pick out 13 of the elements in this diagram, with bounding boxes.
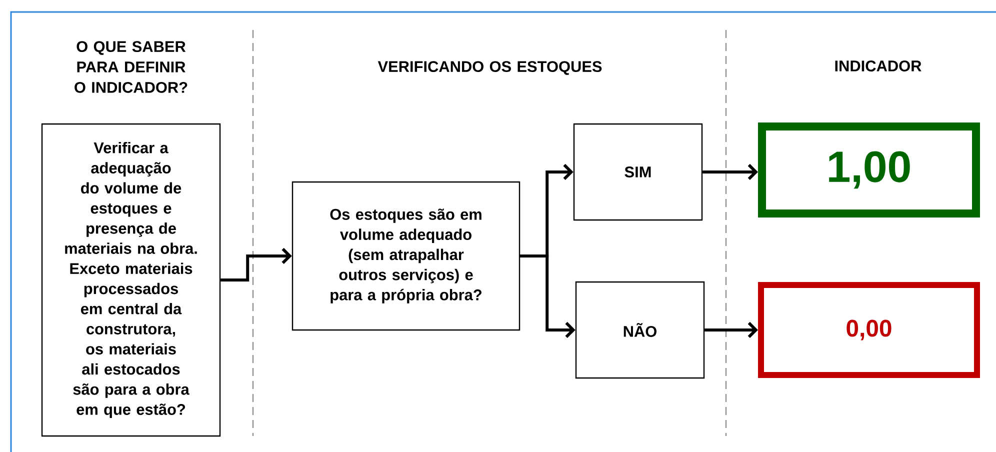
column-heading: O QUE SABER PARA DEFINIR O INDICADOR?	[74, 41, 188, 93]
text-box: Verificar a adequação do volume de estoques e presença de materiais na obra. Exceto materiais processados em central da construtora, os materiais ali estocados são para a obra em que estão?	[41, 123, 221, 437]
answer-box: NÃO	[575, 281, 705, 379]
arrow	[704, 322, 758, 338]
arrow	[520, 254, 576, 338]
column-heading: VERIFICANDO OS ESTOQUES	[378, 61, 602, 75]
column-heading: INDICADOR	[835, 60, 922, 72]
arrow	[220, 248, 292, 282]
indicator-box: 0,00	[758, 282, 980, 378]
answer-box: SIM	[573, 123, 703, 221]
question-box: Os estoques são em volume adequado (sem atrapalhar outros serviços) e para a própria obra?	[292, 181, 520, 331]
indicator-box: 1,00	[758, 122, 980, 218]
arrow	[702, 164, 758, 180]
